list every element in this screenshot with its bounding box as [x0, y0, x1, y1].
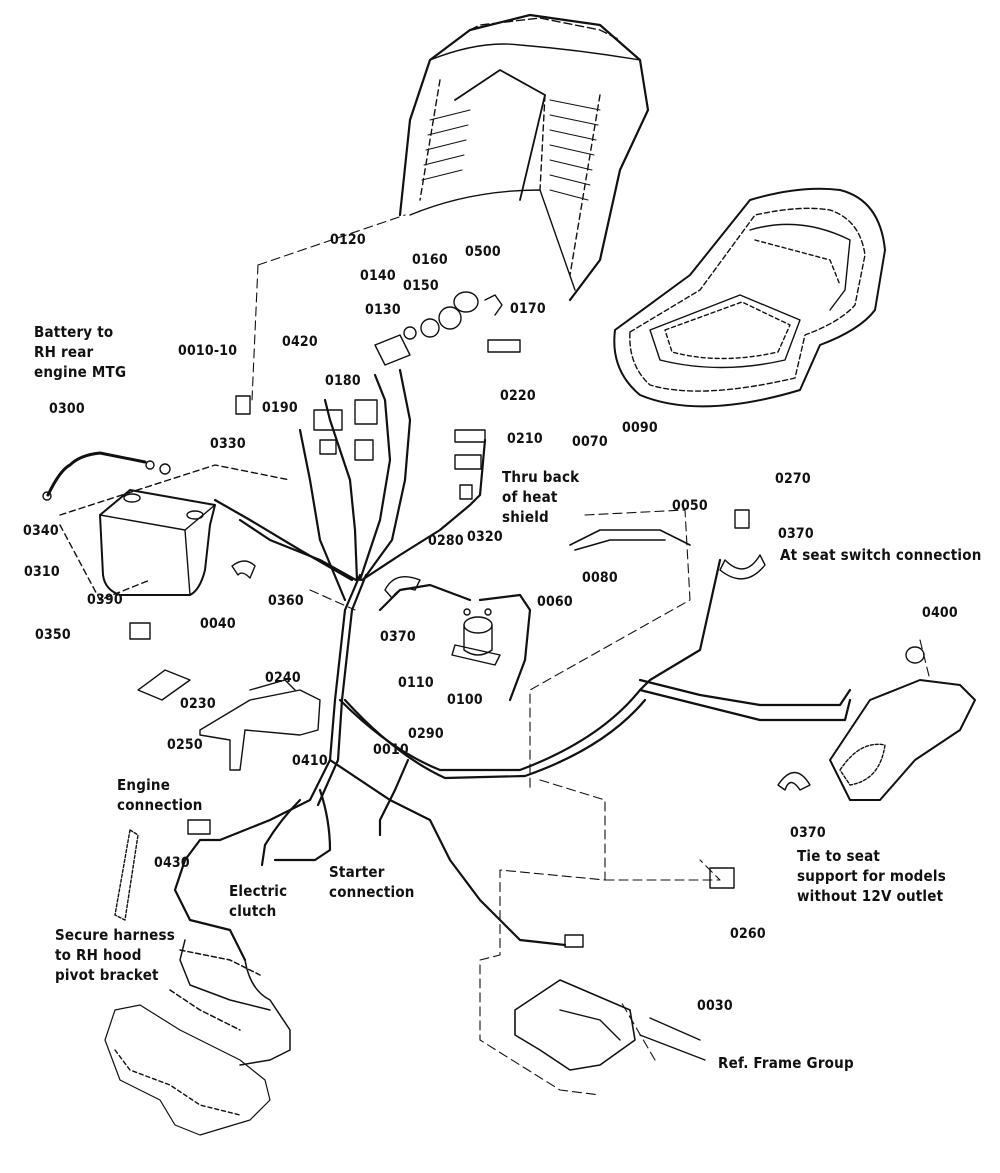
- part-label-0420: 0420: [282, 334, 318, 350]
- part-label-0370-seat-switch: 0370: [778, 526, 814, 542]
- fender-pod-drawing: [829, 646, 976, 801]
- part-label-0410: 0410: [292, 753, 328, 769]
- bracket-drawing: [137, 669, 321, 771]
- part-label-0370-clamp-center: 0370: [380, 629, 416, 645]
- part-label-0070: 0070: [572, 434, 608, 450]
- part-label-0270: 0270: [775, 471, 811, 487]
- seat-drawing: [613, 187, 886, 408]
- part-label-0290: 0290: [408, 726, 444, 742]
- part-label-0400: 0400: [922, 605, 958, 621]
- part-label-0320: 0320: [467, 529, 503, 545]
- part-label-0160: 0160: [412, 252, 448, 268]
- part-label-0210: 0210: [507, 431, 543, 447]
- part-label-0190: 0190: [262, 400, 298, 416]
- part-label-0180: 0180: [325, 373, 361, 389]
- part-label-0060: 0060: [537, 594, 573, 610]
- part-label-0100: 0100: [447, 692, 483, 708]
- part-label-0010-10: 0010-10: [178, 343, 238, 359]
- part-label-0140: 0140: [360, 268, 396, 284]
- main-harness: [173, 368, 852, 962]
- part-label-0090: 0090: [622, 420, 658, 436]
- solenoid-drawing: [451, 608, 501, 666]
- part-label-0300: 0300: [49, 401, 85, 417]
- part-label-0260: 0260: [730, 926, 766, 942]
- part-label-0030: 0030: [697, 998, 733, 1014]
- part-label-0330: 0330: [210, 436, 246, 452]
- part-label-0310: 0310: [24, 564, 60, 580]
- part-label-0130: 0130: [365, 302, 401, 318]
- part-label-0250: 0250: [167, 737, 203, 753]
- part-label-0280: 0280: [428, 533, 464, 549]
- dash-panel-drawing: [398, 13, 650, 302]
- rear-light-harness: [169, 939, 291, 1066]
- reference-dashed-lines: [251, 214, 931, 1096]
- part-label-0170: 0170: [510, 301, 546, 317]
- frame-bracket-drawing: [514, 979, 701, 1071]
- part-label-0050: 0050: [672, 498, 708, 514]
- part-label-0370-seat-support: 0370: [790, 825, 826, 841]
- part-label-0080: 0080: [582, 570, 618, 586]
- part-label-0340: 0340: [23, 523, 59, 539]
- part-label-0220: 0220: [500, 388, 536, 404]
- part-label-0120: 0120: [330, 232, 366, 248]
- part-label-0040: 0040: [200, 616, 236, 632]
- part-label-0360: 0360: [268, 593, 304, 609]
- note-seat-switch-connection: At seat switch connection: [780, 546, 982, 564]
- part-label-0010: 0010: [373, 742, 409, 758]
- note-ref-frame-group: Ref. Frame Group: [718, 1054, 854, 1072]
- part-label-0350: 0350: [35, 627, 71, 643]
- part-label-0500: 0500: [465, 244, 501, 260]
- part-label-0240: 0240: [265, 670, 301, 686]
- part-label-0390: 0390: [87, 592, 123, 608]
- ignition-switch-parts: [374, 291, 503, 366]
- part-label-0110: 0110: [398, 675, 434, 691]
- part-label-0150: 0150: [403, 278, 439, 294]
- battery-drawing: [59, 464, 291, 601]
- part-label-0230: 0230: [180, 696, 216, 712]
- part-label-0430: 0430: [154, 855, 190, 871]
- hood-drawing: [104, 1004, 271, 1136]
